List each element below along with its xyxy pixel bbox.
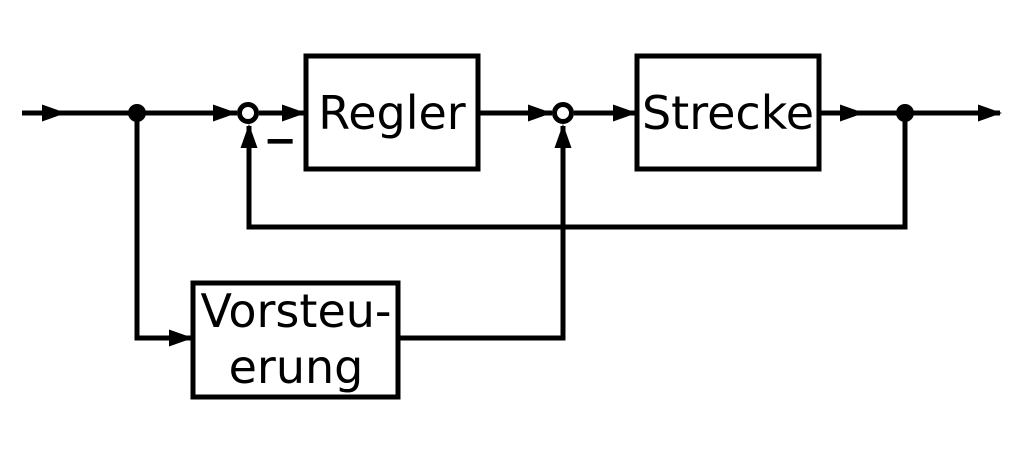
arrowhead-feedback-up-icon	[240, 124, 258, 148]
arrowhead-into-sum2-icon	[528, 104, 552, 122]
arrowhead-output-mid-icon	[840, 104, 864, 122]
strecke-block	[634, 53, 822, 172]
feedback-line	[246, 113, 908, 230]
vorsteuerung-block-label-line1: Vorsteu-	[200, 284, 391, 338]
arrowhead-into-vorsteuerung-icon	[169, 329, 193, 347]
regler-block	[303, 53, 481, 172]
arrowhead-into-regler-icon	[282, 104, 306, 122]
vorsteuerung-block	[190, 280, 401, 400]
output-branch-dot	[896, 104, 914, 122]
sum1-minus-sign: −	[263, 118, 297, 164]
arrowhead-output-end-icon	[978, 104, 1002, 122]
arrowhead-feedforward-up-icon	[554, 124, 572, 148]
arrowhead-input-icon	[42, 104, 66, 122]
arrowhead-into-strecke-icon	[613, 104, 637, 122]
vorsteuerung-block-label-line2: erung	[229, 340, 364, 394]
summing-junction-2	[552, 102, 574, 124]
input-branch-dot	[128, 104, 146, 122]
feedforward-input-line	[134, 113, 191, 341]
strecke-block-label: Strecke	[642, 86, 814, 140]
arrowhead-into-sum1-icon	[213, 104, 237, 122]
summing-junction-1	[237, 102, 259, 124]
regler-block-label: Regler	[318, 86, 465, 140]
feedforward-output-line	[398, 126, 566, 341]
